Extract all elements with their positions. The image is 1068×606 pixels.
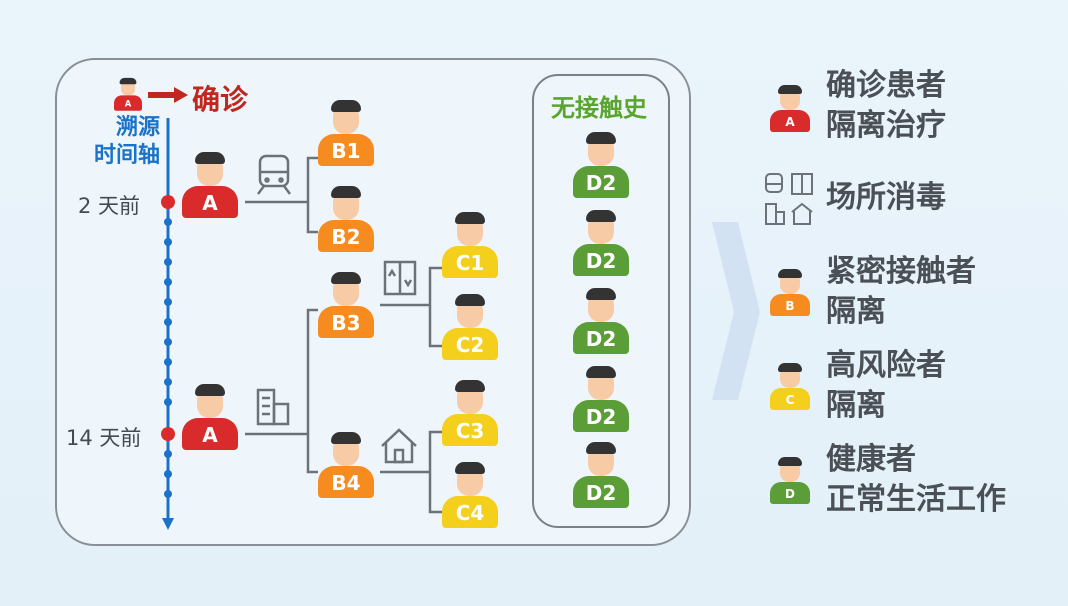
- person-b4: B4: [318, 432, 374, 498]
- confirm-avatar-icon: A: [114, 77, 142, 111]
- person-a-2days: A: [182, 152, 238, 218]
- timeline-ticks: [164, 218, 172, 498]
- legend-badge: A: [770, 110, 810, 132]
- timeline-title-line2: 时间轴: [93, 143, 160, 168]
- person-b2: B2: [318, 186, 374, 252]
- legend-healthy-line2: 正常生活工作: [826, 482, 1006, 517]
- legend-disinfect-line1: 场所消毒: [826, 180, 946, 215]
- time-label-14days: 14 天前: [66, 426, 142, 450]
- legend-high-risk-text: 高风险者 隔离: [826, 346, 946, 426]
- person-a-14days: A: [182, 384, 238, 450]
- person-d-5: D2: [573, 442, 629, 508]
- legend-high-risk-line2: 隔离: [826, 388, 886, 423]
- person-label: B3: [318, 306, 374, 338]
- confirm-label: 确诊: [192, 83, 249, 116]
- person-b3: B3: [318, 272, 374, 338]
- legend-healthy-text: 健康者 正常生活工作: [826, 440, 1006, 520]
- legend-high-risk-icon: C: [770, 363, 810, 410]
- timeline-marker-2days: [161, 195, 175, 209]
- legend-high-risk-line1: 高风险者: [826, 348, 946, 383]
- timeline-arrowhead: [162, 518, 174, 530]
- timeline-title: 溯源 时间轴: [78, 114, 160, 170]
- person-b1: B1: [318, 100, 374, 166]
- connectors: [245, 156, 442, 514]
- person-label: A: [182, 186, 238, 218]
- person-label: D2: [573, 476, 629, 508]
- legend-close-contact-line2: 隔离: [826, 294, 886, 329]
- legend-healthy-line1: 健康者: [826, 442, 916, 477]
- person-label: D2: [573, 400, 629, 432]
- person-label: C2: [442, 328, 498, 360]
- legend-disinfect-text: 场所消毒: [826, 178, 946, 218]
- confirm-avatar-badge: A: [114, 95, 142, 111]
- legend-close-contact-line1: 紧密接触者: [826, 254, 976, 289]
- person-label: C4: [442, 496, 498, 528]
- no-contact-title: 无接触史: [551, 94, 647, 122]
- person-label: B4: [318, 466, 374, 498]
- person-d-1: D2: [573, 132, 629, 198]
- person-label: C1: [442, 246, 498, 278]
- person-d-4: D2: [573, 366, 629, 432]
- person-label: C3: [442, 414, 498, 446]
- facility-icons: [765, 173, 813, 225]
- person-label: D2: [573, 322, 629, 354]
- person-label: A: [182, 418, 238, 450]
- time-label-2days: 2 天前: [78, 194, 141, 218]
- person-label: B1: [318, 134, 374, 166]
- timeline-title-line1: 溯源: [115, 115, 160, 140]
- legend-confirmed-text: 确诊患者 隔离治疗: [826, 66, 946, 146]
- legend-close-contact-icon: B: [770, 269, 810, 316]
- legend-healthy-icon: D: [770, 457, 810, 504]
- timeline-marker-14days: [161, 427, 175, 441]
- person-label: B2: [318, 220, 374, 252]
- person-c4: C4: [442, 462, 498, 528]
- person-label: D2: [573, 166, 629, 198]
- person-d-2: D2: [573, 210, 629, 276]
- legend-badge: B: [770, 294, 810, 316]
- legend-confirmed-icon: A: [770, 85, 810, 132]
- person-d-3: D2: [573, 288, 629, 354]
- legend-confirmed-line1: 确诊患者: [826, 68, 946, 103]
- house-icon: [381, 428, 417, 464]
- legend-close-contact-text: 紧密接触者 隔离: [826, 252, 976, 332]
- person-c2: C2: [442, 294, 498, 360]
- train-icon: [257, 154, 291, 195]
- legend-badge: D: [770, 482, 810, 504]
- person-c1: C1: [442, 212, 498, 278]
- person-label: D2: [573, 244, 629, 276]
- legend-confirmed-line2: 隔离治疗: [826, 108, 946, 143]
- elevator-icon: [383, 260, 417, 296]
- person-c3: C3: [442, 380, 498, 446]
- legend-badge: C: [770, 388, 810, 410]
- chevron-arrow-icon: [712, 222, 760, 400]
- building-icon: [256, 388, 290, 426]
